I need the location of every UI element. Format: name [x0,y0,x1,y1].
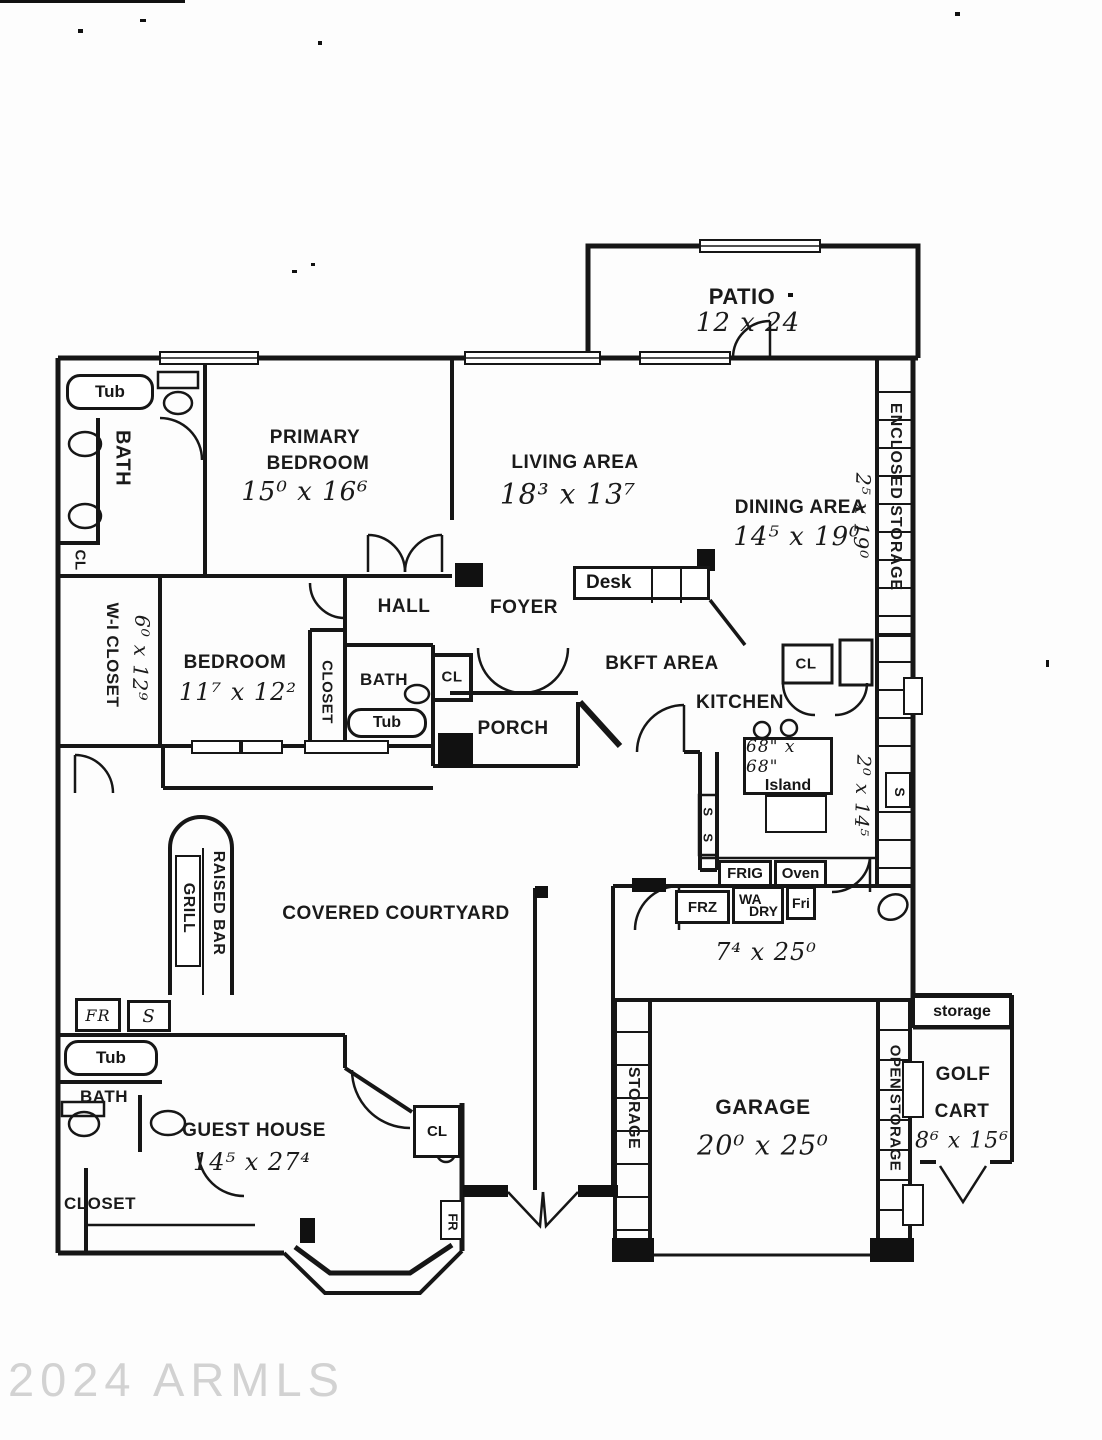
raised-bar-label: RAISED BAR [210,850,227,956]
fr-courtyard-box: FR [75,998,121,1032]
kitchen-sink-s1: S [700,807,716,817]
door-arcs [73,319,988,1229]
golf-storage-box: storage [912,995,1012,1028]
toilet-bowl-primary [162,390,194,416]
bath-hall-label: BATH [360,670,408,689]
patio-label: PATIO [708,284,776,309]
cl-primary-label: CL [71,549,89,571]
wi-closet-label: W-I CLOSET [103,602,122,708]
sink-courtyard-box: S [127,1000,171,1032]
laundry-dims: 7⁴ x 25⁰ [715,938,817,966]
enclosed-storage-dims: 2⁵ x 19⁰ [848,472,876,560]
island-cooktop [765,795,827,833]
foyer-label: FOYER [490,597,558,618]
bedroom-label: BEDROOM [183,652,287,673]
living-area-dims: 18³ x 13⁷ [499,477,637,511]
bath-primary-label: BATH [111,429,134,487]
desk: Desk [573,566,710,603]
grill-box [175,855,201,967]
golf-cart-label-2: CART [934,1101,990,1122]
armls-watermark: 2024 ARMLS [8,1353,345,1406]
scan-artifacts [0,0,1049,667]
grill-label: GRILL [180,882,197,934]
golf-cart-label-1: GOLF [935,1064,991,1085]
interior-walls [58,358,1014,1258]
laundry-basin [877,893,909,921]
guest-house-dims: 14⁵ x 27⁴ [192,1148,312,1176]
porch-label: PORCH [477,718,549,739]
primary-bedroom-label-1: PRIMARY [269,427,361,448]
island-sink-1 [752,720,772,740]
solid-wall-blocks [300,549,914,1262]
bay-window [282,1242,464,1295]
dining-area-label: DINING AREA [734,497,866,518]
side-storage-s-box: S [885,772,911,808]
tub-guest: Tub [64,1040,158,1076]
freezer: FRZ [675,890,730,924]
fr-guest-box: FR [440,1200,463,1240]
toilet-tank-primary [156,370,200,390]
oven: Oven [774,860,827,887]
covered-courtyard-label: COVERED COURTYARD [282,903,510,924]
toilet-hall-bath [403,683,431,705]
side-storage-dims: 2⁰ x 14⁵ [849,754,875,838]
sink-guest-bath [149,1109,187,1137]
toilet-guest-bath [67,1110,101,1138]
cl-hall-label: CL [441,668,463,686]
garage-label: GARAGE [715,1096,811,1119]
kitchen-label: KITCHEN [696,692,784,713]
windows [159,239,924,1226]
cl-guest-box: CL [413,1105,461,1158]
primary-bedroom-dims: 15⁰ x 16⁶ [241,477,369,507]
washer-dryer: WA DRY [732,886,784,924]
kitchen-island: 68" x 68" Island [743,737,833,795]
primary-bedroom-label-2: BEDROOM [266,453,370,474]
storage-garage-label: STORAGE [625,1066,642,1150]
living-area-label: LIVING AREA [511,452,639,473]
toilet-tank-guest [60,1100,106,1118]
enclosed-storage-label: ENCLOSED STORAGE [887,402,904,592]
patio-dims: 12 x 24 [695,308,801,338]
closet-bedroom-label: CLOSET [318,660,336,724]
guest-house-label: GUEST HOUSE [182,1120,326,1141]
second-fridge: Fri [786,886,816,920]
bedroom-dims: 11⁷ x 12² [178,678,298,706]
tub-primary: Tub [66,374,154,410]
sink-primary-2 [67,502,103,530]
open-storage-label: OPEN STORAGE [886,1044,904,1172]
kitchen-sink-s2: S [700,833,716,843]
refrigerator: FRIG [718,860,772,887]
wi-closet-dims: 6⁰ x 12⁹ [127,614,155,702]
bath-guest-label: BATH [80,1087,128,1106]
cl-kitchen-label: CL [795,655,817,673]
hall-label: HALL [377,596,431,617]
dining-area-dims: 14⁵ x 19⁰ [733,522,861,552]
garage-dims: 20⁰ x 25⁰ [697,1130,829,1162]
bkft-area-label: BKFT AREA [605,653,719,674]
island-sink-2 [779,718,799,738]
tub-hall: Tub [347,708,427,738]
shelf-lines [615,391,913,1231]
porch-fireplace [438,733,473,768]
sink-primary-1 [67,430,103,458]
closet-guest-label: CLOSET [64,1194,136,1213]
golf-cart-dims: 8⁶ x 15⁶ [914,1128,1010,1154]
